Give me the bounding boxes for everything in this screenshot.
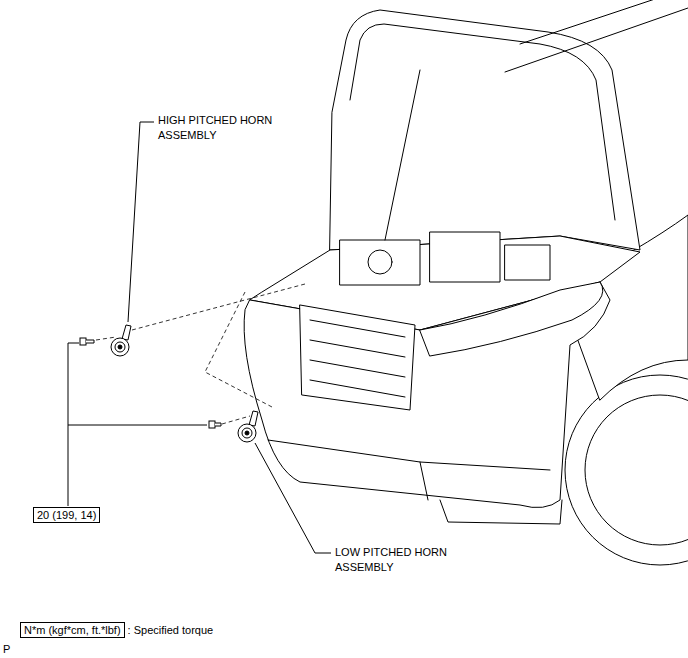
engine-part [368, 250, 392, 274]
torque-box: 20 (199, 14) [33, 507, 100, 523]
figure-code: P [3, 642, 23, 657]
horn [242, 428, 252, 438]
bolt [215, 423, 221, 426]
wheel-rim [585, 395, 688, 545]
engine-part [505, 245, 550, 280]
radiator [300, 305, 415, 410]
horn-bracket [249, 411, 258, 426]
position-line [222, 416, 250, 424]
leader-line [255, 443, 331, 553]
hood [330, 10, 640, 250]
wheel [565, 375, 688, 565]
horn [115, 342, 125, 352]
horn [238, 424, 256, 442]
horn [245, 431, 249, 435]
windshield [505, 0, 688, 72]
headlight [420, 282, 603, 356]
horn-bracket [122, 325, 131, 340]
bolt [86, 340, 94, 343]
hood-stay [385, 70, 420, 240]
bumper-line [268, 440, 550, 500]
torque-bracket [68, 343, 207, 506]
radiator-fins [310, 320, 405, 397]
hood-inner [350, 24, 615, 220]
position-line [96, 284, 305, 340]
legend-text: : Specified torque [128, 623, 214, 637]
lower-bumper [440, 500, 562, 524]
bolt [80, 338, 86, 345]
part-name: LOW PITCHED HORN ASSEMBLY [335, 545, 467, 575]
bolt [209, 421, 215, 428]
part-name: HIGH PITCHED HORN ASSEMBLY [158, 113, 290, 143]
horn [111, 338, 129, 356]
torque-value: 20 (199, 14) [33, 507, 100, 523]
engine-part [340, 240, 420, 285]
position-line [205, 292, 272, 407]
engine-part [430, 232, 500, 282]
torque-box: N*m (kgf*cm, ft.*lbf): Specified torque [20, 622, 213, 638]
front-body [244, 282, 610, 508]
torque-value: N*m (kgf*cm, ft.*lbf) [20, 622, 125, 638]
leader-line [128, 122, 154, 322]
horn [118, 345, 122, 349]
